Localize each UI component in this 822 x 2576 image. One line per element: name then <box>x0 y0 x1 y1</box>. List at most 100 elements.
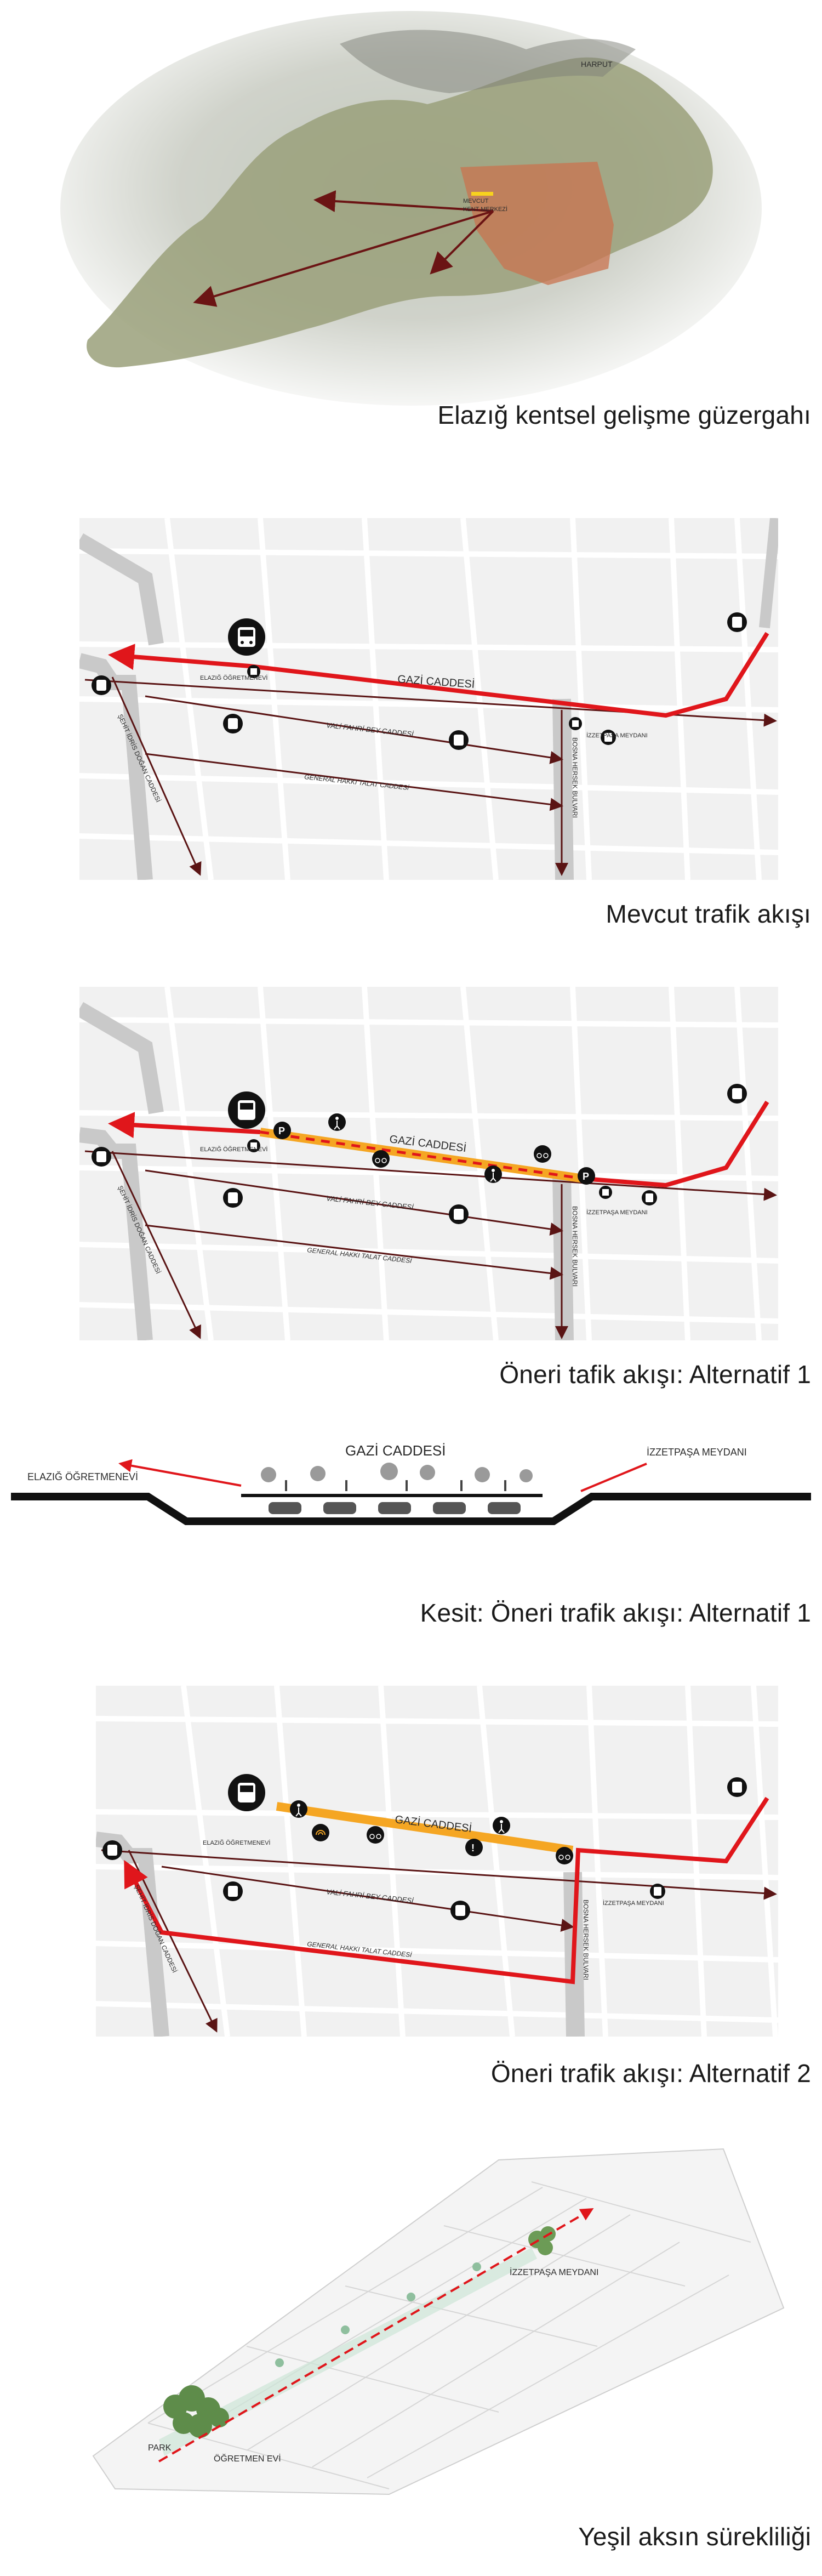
northeast-road-band <box>759 518 778 628</box>
alternative-2-map-svg: ! GAZİ CADDESİ VALİ FAHRİ BEY CADDESİ GE… <box>96 1686 778 2037</box>
bosna-street-label: BOSNA HERSEK BULVARI <box>571 737 579 818</box>
bicycle-icon <box>534 1145 551 1163</box>
bus-icon <box>228 1774 265 1811</box>
mountain-ridge <box>340 30 636 93</box>
urban-development-map: HARPUT MEVCUT KENT MERKEZİ <box>55 11 773 411</box>
bus-icon <box>601 730 616 745</box>
svg-text:!: ! <box>471 1843 475 1853</box>
park-label: PARK <box>148 2443 172 2453</box>
bus-icon <box>449 730 469 750</box>
building-icon <box>247 665 260 678</box>
caption-alternative-1: Öneri tafik akışı: Alternatif 1 <box>499 1360 811 1389</box>
sehit-road-band <box>79 653 153 880</box>
city-block-base <box>92 2148 785 2495</box>
harput-label: HARPUT <box>581 60 613 69</box>
park-trees <box>163 2385 229 2438</box>
svg-text:P: P <box>583 1171 589 1182</box>
bosna-street-label: BOSNA HERSEK BULVARI <box>582 1900 590 1980</box>
bicycle-icon <box>367 1826 384 1844</box>
pedestrian-icon <box>493 1817 510 1834</box>
section-gazi-label: GAZİ CADDESİ <box>345 1442 446 1459</box>
alternative-1-map-svg: P P GAZİ CADDESİ VALİ FAHRİ BEY CADDESİ … <box>79 987 778 1340</box>
bus-icon <box>223 1188 243 1208</box>
izzetpasa-label: İZZETPAŞA MEYDANI <box>586 1209 648 1216</box>
dark-flow-sehit <box>111 1151 201 1339</box>
center-highlight <box>471 192 493 196</box>
parking-icon: P <box>273 1122 291 1139</box>
building-icon <box>247 1139 260 1152</box>
caption-section: Kesit: Öneri trafik akışı: Alternatif 1 <box>420 1599 811 1627</box>
growth-arrow-south <box>430 210 494 275</box>
caption-alternative-2: Öneri trafik akışı: Alternatif 2 <box>490 2059 811 2088</box>
dark-flow-vali <box>161 1866 574 1932</box>
bus-icon <box>449 1204 469 1224</box>
dark-flow-vali <box>145 1169 563 1236</box>
pedestrian-icon <box>328 1113 346 1131</box>
urban-development-map-svg: HARPUT MEVCUT KENT MERKEZİ <box>55 11 773 411</box>
green-axis-diagram: PARK ÖĞRETMEN EVİ İZZETPAŞA MEYDANI <box>82 2127 795 2500</box>
ogretmenevi-label: ELAZIĞ ÖĞRETMENEVİ <box>200 1146 267 1153</box>
bus-icon <box>450 1901 470 1920</box>
bus-icon <box>92 675 111 695</box>
ground-profile <box>11 1493 811 1525</box>
bus-icon <box>727 612 747 632</box>
pedestrian-icon <box>290 1800 307 1818</box>
parking-icon: P <box>578 1167 595 1185</box>
cross-section-svg: GAZİ CADDESİ ELAZIĞ ÖĞRETMENEVİ İZZETPAŞ… <box>11 1442 811 1525</box>
red-traffic-loop <box>124 1796 769 1984</box>
pedestrian-icon <box>484 1165 502 1183</box>
bus-icon <box>228 618 265 656</box>
info-icon: ! <box>465 1839 483 1856</box>
city-footprint <box>87 57 713 368</box>
existing-traffic-map-svg: GAZİ CADDESİ VALİ FAHRİ BEY CADDESİ GENE… <box>79 518 778 880</box>
dark-flow-general <box>145 753 563 811</box>
pedestrian-street-orange <box>276 1802 574 1855</box>
red-traffic-route <box>108 632 769 718</box>
bosna-street-label: BOSNA HERSEK BULVARI <box>571 1206 579 1287</box>
green-axis-diagram-svg: PARK ÖĞRETMEN EVİ İZZETPAŞA MEYDANI <box>92 2148 785 2495</box>
bus-icon <box>727 1777 747 1797</box>
street-grid <box>79 518 778 880</box>
caption-existing-traffic: Mevcut trafik akışı <box>606 900 811 928</box>
existing-traffic-map: GAZİ CADDESİ VALİ FAHRİ BEY CADDESİ GENE… <box>79 518 778 880</box>
ogretmenevi-label: ELAZIĞ ÖĞRETMENEVİ <box>200 674 267 681</box>
tree-row <box>261 1463 533 1482</box>
building-icon <box>569 717 582 730</box>
alternative-2-map: ! GAZİ CADDESİ VALİ FAHRİ BEY CADDESİ GE… <box>96 1686 778 2037</box>
bus-icon <box>727 1084 747 1104</box>
pedestrian-street-dash <box>260 1130 584 1180</box>
bus-icon <box>650 1884 665 1899</box>
growth-arrow-west <box>313 190 494 212</box>
wifi-icon <box>312 1824 329 1841</box>
red-traffic-route-east <box>583 1100 769 1188</box>
growth-arrow-southwest <box>193 210 494 307</box>
izzetpasa-label: İZZETPAŞA MEYDANI <box>586 732 648 739</box>
bus-icon <box>223 1881 243 1901</box>
dark-flow-general <box>145 1224 563 1280</box>
people-row <box>285 1480 506 1491</box>
section-red-flow-left <box>118 1459 242 1487</box>
ogretmenevi-label: ELAZIĞ ÖĞRETMENEVİ <box>203 1839 270 1846</box>
building-icon <box>599 1186 612 1199</box>
bus-icon <box>102 1840 122 1860</box>
center-small-label: MEVCUT <box>463 198 489 204</box>
bus-icon <box>223 714 243 733</box>
bus-icon <box>642 1190 657 1205</box>
green-axis-arrow <box>158 2208 594 2463</box>
red-traffic-route-west <box>108 1112 261 1139</box>
vehicle-row <box>269 1502 521 1514</box>
bicycle-icon <box>556 1847 573 1864</box>
axis-trees <box>275 2262 481 2367</box>
section-red-flow-right <box>580 1463 647 1492</box>
dark-flow-sehit <box>111 676 202 876</box>
bicycle-icon <box>372 1150 390 1168</box>
dark-flow-vali <box>145 695 563 764</box>
bus-icon <box>92 1147 111 1167</box>
cross-section: GAZİ CADDESİ ELAZIĞ ÖĞRETMENEVİ İZZETPAŞ… <box>11 1425 811 1557</box>
northwest-road-band <box>79 533 164 646</box>
section-right-label: İZZETPAŞA MEYDANI <box>647 1447 747 1458</box>
svg-text:P: P <box>278 1125 285 1136</box>
ogretmen-evi-label: ÖĞRETMEN EVİ <box>214 2453 281 2464</box>
dark-flow-top <box>84 1150 777 1201</box>
izzetpasa-label: İZZETPAŞA MEYDANI <box>603 1900 664 1907</box>
